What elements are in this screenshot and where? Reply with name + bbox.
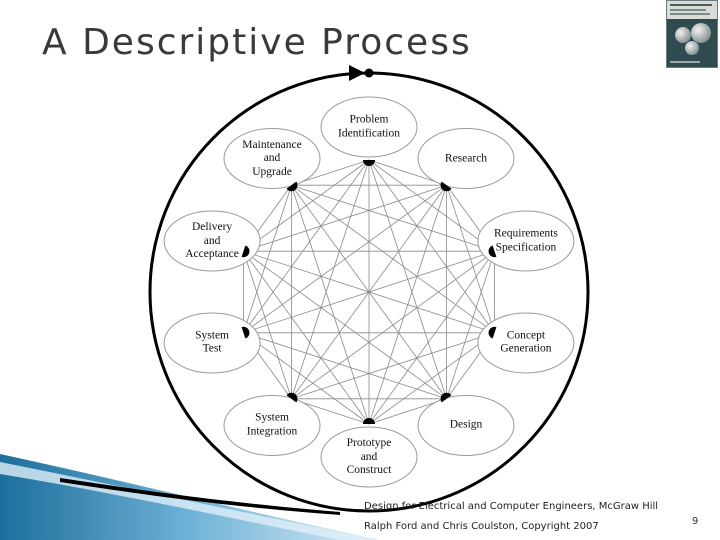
node-dot-integration — [286, 392, 298, 403]
process-nodes — [163, 96, 575, 488]
node-label-prototype: Prototype and Construct — [346, 436, 392, 476]
connection-line — [243, 332, 447, 400]
node-dot — [363, 160, 375, 166]
node-label-design: Design — [449, 418, 483, 431]
node-problem — [320, 96, 418, 158]
connection-line — [243, 159, 370, 334]
page-number: 9 — [692, 516, 699, 527]
node-dot — [286, 181, 298, 192]
node-dot-problem — [363, 160, 375, 166]
connection-line — [291, 184, 447, 400]
node-dot-delivery — [241, 245, 250, 258]
connection-line — [243, 185, 292, 333]
node-dot-prototype — [363, 418, 375, 424]
node-concept — [477, 312, 575, 374]
node-dot — [241, 326, 250, 339]
connection-line — [243, 332, 370, 425]
connection-line — [291, 185, 370, 425]
node-integration — [223, 394, 321, 456]
connection-line — [243, 184, 447, 252]
node-test — [163, 312, 261, 374]
node-dot-design — [440, 392, 452, 403]
node-dot-requirements — [488, 245, 497, 258]
node-label-requirements: Requirements Specification — [493, 227, 558, 254]
connection-line — [291, 184, 495, 334]
node-design — [417, 394, 515, 456]
connection-line — [368, 159, 495, 334]
cycle-arrow-icon — [349, 65, 365, 81]
node-dot-test — [241, 326, 250, 339]
cycle-start-dot — [364, 68, 374, 78]
book-cover-sphere — [691, 23, 711, 43]
connection-line — [243, 250, 447, 400]
node-dot-concept — [488, 326, 497, 339]
node-maintenance — [223, 128, 321, 190]
book-cover-line — [670, 13, 710, 15]
node-label-problem: Problem Identification — [338, 113, 400, 140]
wave-blue-band — [0, 454, 380, 540]
slide-title: A Descriptive Process — [42, 22, 472, 63]
node-research — [417, 128, 515, 190]
node-requirements — [477, 210, 575, 272]
node-dot — [286, 392, 298, 403]
book-cover-sphere — [675, 27, 691, 43]
book-cover-thumbnail — [666, 0, 718, 68]
node-delivery — [163, 210, 261, 272]
book-cover-line — [670, 9, 706, 11]
decorative-wave — [0, 454, 380, 540]
connection-dots — [241, 160, 497, 424]
book-cover-line — [670, 4, 712, 6]
citation: Design for Electrical and Computer Engin… — [364, 497, 658, 537]
node-dot-maintenance — [286, 181, 298, 192]
node-dot — [488, 245, 497, 258]
book-cover-sphere — [685, 41, 699, 55]
node-label-concept: Concept Generation — [500, 329, 552, 355]
citation-line-1: Design for Electrical and Computer Engin… — [364, 501, 659, 512]
node-label-maintenance: Maintenance and Upgrade — [242, 138, 302, 178]
node-dot-research — [440, 181, 452, 192]
connection-line — [291, 184, 495, 252]
node-dot — [241, 245, 250, 258]
node-label-test: System Test — [195, 329, 229, 355]
node-prototype — [320, 426, 418, 488]
connection-line — [291, 332, 495, 400]
connection-line — [368, 250, 495, 425]
book-cover-line — [670, 61, 700, 63]
node-dot — [440, 392, 452, 403]
interconnection-lines — [243, 159, 495, 425]
connection-line — [243, 251, 292, 399]
node-label-integration: System Integration — [246, 411, 298, 438]
connection-line — [243, 250, 370, 425]
outer-cycle — [148, 65, 590, 513]
node-dot — [488, 326, 497, 339]
node-label-research: Research — [444, 151, 488, 164]
node-label-delivery: Delivery and Acceptance — [185, 220, 239, 260]
wave-dark-line — [60, 478, 340, 515]
citation-line-2: Ralph Ford and Chris Coulston, Copyright… — [364, 521, 599, 532]
node-dot — [363, 418, 375, 424]
node-dot — [440, 181, 452, 192]
wave-light-band — [0, 462, 380, 540]
